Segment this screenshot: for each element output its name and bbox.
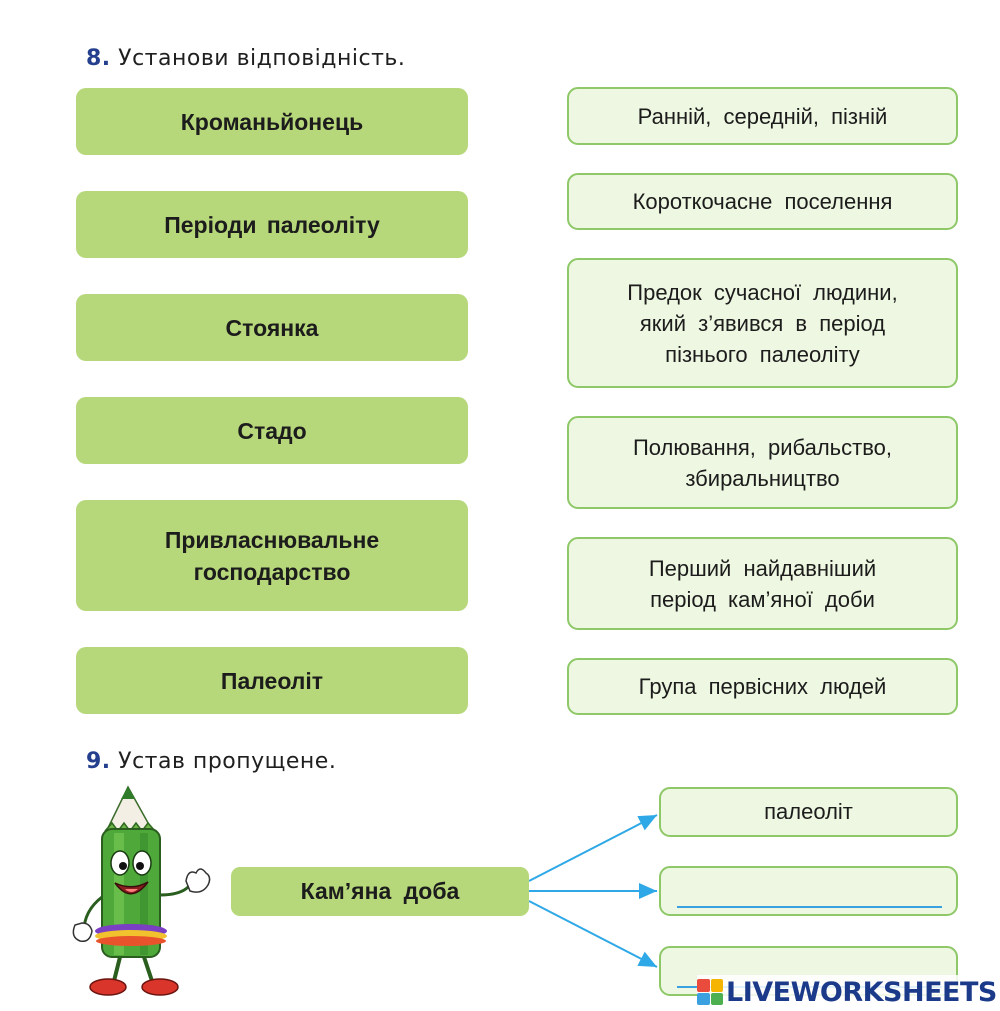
term-box-5[interactable]: Привласнювальне господарство xyxy=(76,500,468,611)
watermark-text: LIVEWORKSHEETS xyxy=(726,976,997,1008)
arrow-to-answer-1 xyxy=(528,814,658,882)
task-9-title: 9. Устав пропущене. xyxy=(86,749,336,774)
answer-box-2[interactable] xyxy=(659,866,958,916)
stone-age-box: Кам’яна доба xyxy=(231,867,529,916)
pencil-mascot-illustration xyxy=(72,785,211,996)
term-box-6[interactable]: Палеоліт xyxy=(76,647,468,714)
task-8-number: 8. xyxy=(86,46,111,71)
definition-box-1[interactable]: Ранній, середній, пізній xyxy=(567,87,958,145)
liveworksheets-watermark: LIVEWORKSHEETS xyxy=(697,975,997,1009)
answer-box-1: палеоліт xyxy=(659,787,958,837)
term-box-2[interactable]: Періоди палеоліту xyxy=(76,191,468,258)
answer-2-input[interactable] xyxy=(677,880,942,908)
arrow-to-answer-3 xyxy=(528,900,658,968)
task-9-number: 9. xyxy=(86,749,111,774)
definition-box-5[interactable]: Перший найдавніший період кам’яної доби xyxy=(567,537,958,630)
definition-box-4[interactable]: Полювання, рибальство, збиральництво xyxy=(567,416,958,509)
task-9-text: Устав пропущене. xyxy=(118,749,337,774)
answer-1-text: палеоліт xyxy=(764,799,853,824)
definition-box-6[interactable]: Група первісних людей xyxy=(567,658,958,715)
definition-box-2[interactable]: Короткочасне поселення xyxy=(567,173,958,230)
task-8-title: 8. Установи відповідність. xyxy=(86,46,405,71)
term-box-3[interactable]: Стоянка xyxy=(76,294,468,361)
task-8-text: Установи відповідність. xyxy=(118,46,406,71)
liveworksheets-logo-icon xyxy=(697,979,723,1005)
term-box-1[interactable]: Кроманьйонець xyxy=(76,88,468,155)
definition-box-3[interactable]: Предок сучасної людини, який з’явився в … xyxy=(567,258,958,388)
term-box-4[interactable]: Стадо xyxy=(76,397,468,464)
